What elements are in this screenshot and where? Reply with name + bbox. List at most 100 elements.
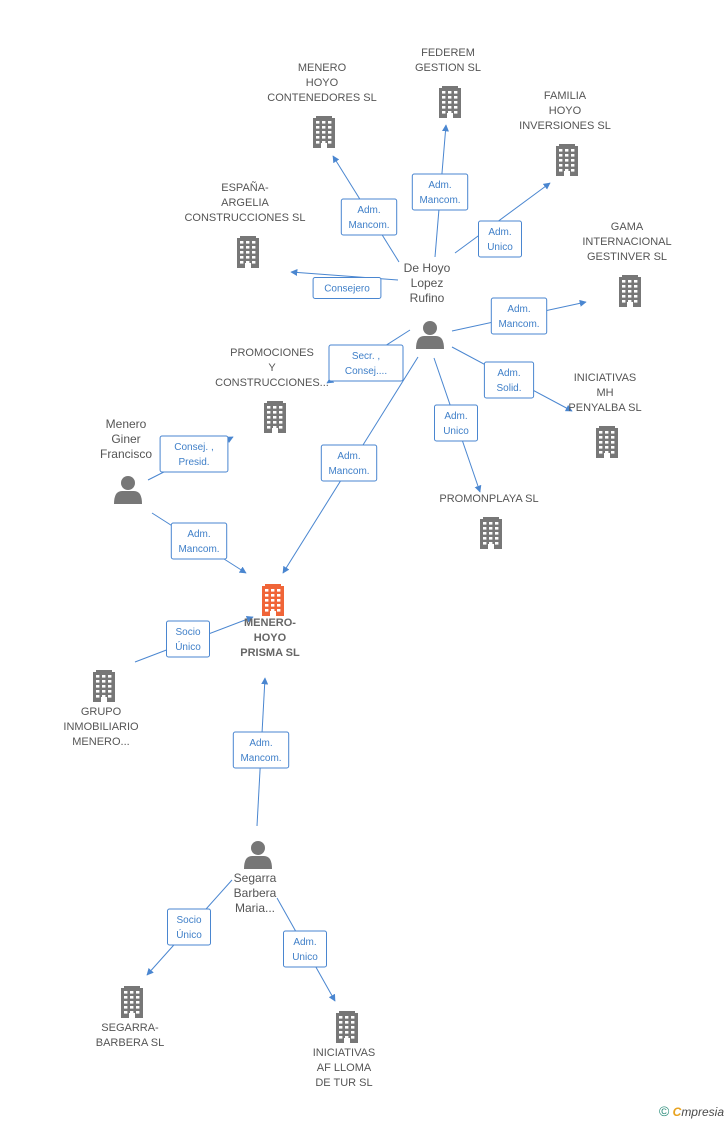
node-label-line: SEGARRA- <box>101 1022 159 1034</box>
node-label-line: INICIATIVAS <box>574 372 637 384</box>
edge-label-menero_giner-to-promociones[interactable]: Consej. ,Presid. <box>159 435 229 473</box>
building-icon <box>619 275 641 307</box>
building-icon <box>596 426 618 458</box>
node-label-line: FEDEREM <box>421 47 475 59</box>
node-label-line: GESTINVER SL <box>587 251 667 263</box>
node-label-line: PROMONPLAYA SL <box>439 493 538 505</box>
node-label-line: MENERO <box>298 62 347 74</box>
node-label-line: GRUPO <box>81 706 122 718</box>
edge-label-segarra-to-iniciativas_af[interactable]: Adm.Unico <box>283 930 327 968</box>
logo-text: mpresia <box>681 1105 724 1119</box>
node-label-line: CONTENEDORES SL <box>267 92 376 104</box>
edge-label-box <box>478 220 522 258</box>
person-icon <box>114 476 142 504</box>
edge-label-text: Mancom. <box>240 753 281 764</box>
edge-label-dehoyo-to-promociones[interactable]: Secr. ,Consej.... <box>328 344 404 382</box>
edge-label-dehoyo-to-familia[interactable]: Adm.Unico <box>478 220 522 258</box>
edge-label-text: Mancom. <box>348 220 389 231</box>
node-label-line: PENYALBA SL <box>568 402 641 414</box>
edge-label-dehoyo-to-federem[interactable]: Adm.Mancom. <box>411 173 469 211</box>
building-icon <box>121 986 143 1018</box>
node-label-line: PRISMA SL <box>240 647 300 659</box>
edge-label-text: Consejero <box>324 284 370 295</box>
edge-label-text: Adm. <box>249 738 272 749</box>
edge-label-text: Unico <box>292 952 318 963</box>
edge-label-text: Consej.... <box>345 366 387 377</box>
edge-label-text: Adm. <box>497 368 520 379</box>
building-icon <box>313 116 335 148</box>
node-label-line: HOYO <box>549 105 582 117</box>
edge-label-box <box>490 297 548 335</box>
company-node-iniciativas_mh[interactable]: INICIATIVAS MH PENYALBA SL <box>568 372 642 458</box>
edge-label-text: Solid. <box>496 383 521 394</box>
company-node-promociones[interactable]: PROMOCIONES Y CONSTRUCCIONES... <box>215 347 329 433</box>
edge-label-box <box>283 930 327 968</box>
building-icon <box>480 517 502 549</box>
node-label-line: Segarra <box>234 871 277 885</box>
edge-label-dehoyo-to-gama[interactable]: Adm. Mancom. <box>490 297 548 335</box>
person-icon <box>244 841 272 869</box>
node-label-line: Y <box>268 362 276 374</box>
node-label-line: MH <box>596 387 613 399</box>
node-label-line: FAMILIA <box>544 90 587 102</box>
edge-label-dehoyo-to-espana[interactable]: Consejero <box>312 277 382 299</box>
company-node-grupo[interactable]: GRUPOINMOBILIARIOMENERO... <box>63 670 139 748</box>
person-node-segarra[interactable]: SegarraBarberaMaria... <box>234 841 277 915</box>
edge-label-menero_giner-to-main[interactable]: Adm.Mancom. <box>170 522 228 560</box>
edge-label-text: Adm. <box>507 304 530 315</box>
edge-label-text: Adm. <box>428 180 451 191</box>
edge-label-dehoyo-to-iniciativas_mh[interactable]: Adm. Solid. <box>483 361 535 399</box>
edge-label-box <box>411 173 469 211</box>
edge-label-dehoyo-to-contenedores[interactable]: Adm. Mancom. <box>340 198 398 236</box>
edge-label-text: Unico <box>487 242 513 253</box>
edge-label-text: Socio <box>176 915 201 926</box>
empresia-logo[interactable]: © Cmpresia <box>659 1103 724 1119</box>
edge-label-text: Mancom. <box>178 544 219 555</box>
edge-label-text: Adm. <box>357 205 380 216</box>
edge-label-text: Único <box>175 640 201 653</box>
node-label-line: CONSTRUCCIONES SL <box>184 212 305 224</box>
building-icon <box>264 401 286 433</box>
edge-label-text: Socio <box>175 627 200 638</box>
edge-label-text: Mancom. <box>498 319 539 330</box>
node-label-line: GAMA <box>611 221 644 233</box>
edge-label-box <box>159 435 229 473</box>
node-label-line: HOYO <box>254 632 287 644</box>
node-label-line: PROMOCIONES <box>230 347 314 359</box>
edge-label-text: Unico <box>443 426 469 437</box>
edge-dehoyo-to-familia <box>454 182 551 254</box>
edge-label-segarra-to-main[interactable]: Adm. Mancom. <box>232 731 290 769</box>
company-node-segarra_barbera[interactable]: SEGARRA-BARBERA SL <box>96 986 164 1049</box>
edge-label-dehoyo-to-main[interactable]: Adm.Mancom. <box>320 444 378 482</box>
building-icon <box>262 584 284 616</box>
node-label-line: De Hoyo <box>404 261 451 275</box>
edge-label-text: Adm. <box>444 411 467 422</box>
node-label-line: Menero <box>106 417 147 431</box>
edge-label-text: Único <box>176 928 202 941</box>
building-icon <box>556 144 578 176</box>
edge-label-box <box>434 404 478 442</box>
edge-label-box <box>170 522 228 560</box>
node-label-line: CONSTRUCCIONES... <box>215 377 329 389</box>
building-icon <box>93 670 115 702</box>
company-node-familia[interactable]: FAMILIA HOYO INVERSIONES SL <box>519 90 611 176</box>
edge-labels-layer: Adm.Mancom.Adm.Mancom.Adm.UnicoConsejero… <box>159 173 548 968</box>
node-label-line: INVERSIONES SL <box>519 120 611 132</box>
edge-label-dehoyo-to-promonplaya[interactable]: Adm. Unico <box>434 404 478 442</box>
node-label-line: DE TUR SL <box>315 1077 372 1089</box>
company-node-promonplaya[interactable]: PROMONPLAYA SL <box>439 493 539 549</box>
node-label-line: Maria... <box>235 901 275 915</box>
edge-label-text: Presid. <box>178 457 209 468</box>
node-label-line: INICIATIVAS <box>313 1047 376 1059</box>
